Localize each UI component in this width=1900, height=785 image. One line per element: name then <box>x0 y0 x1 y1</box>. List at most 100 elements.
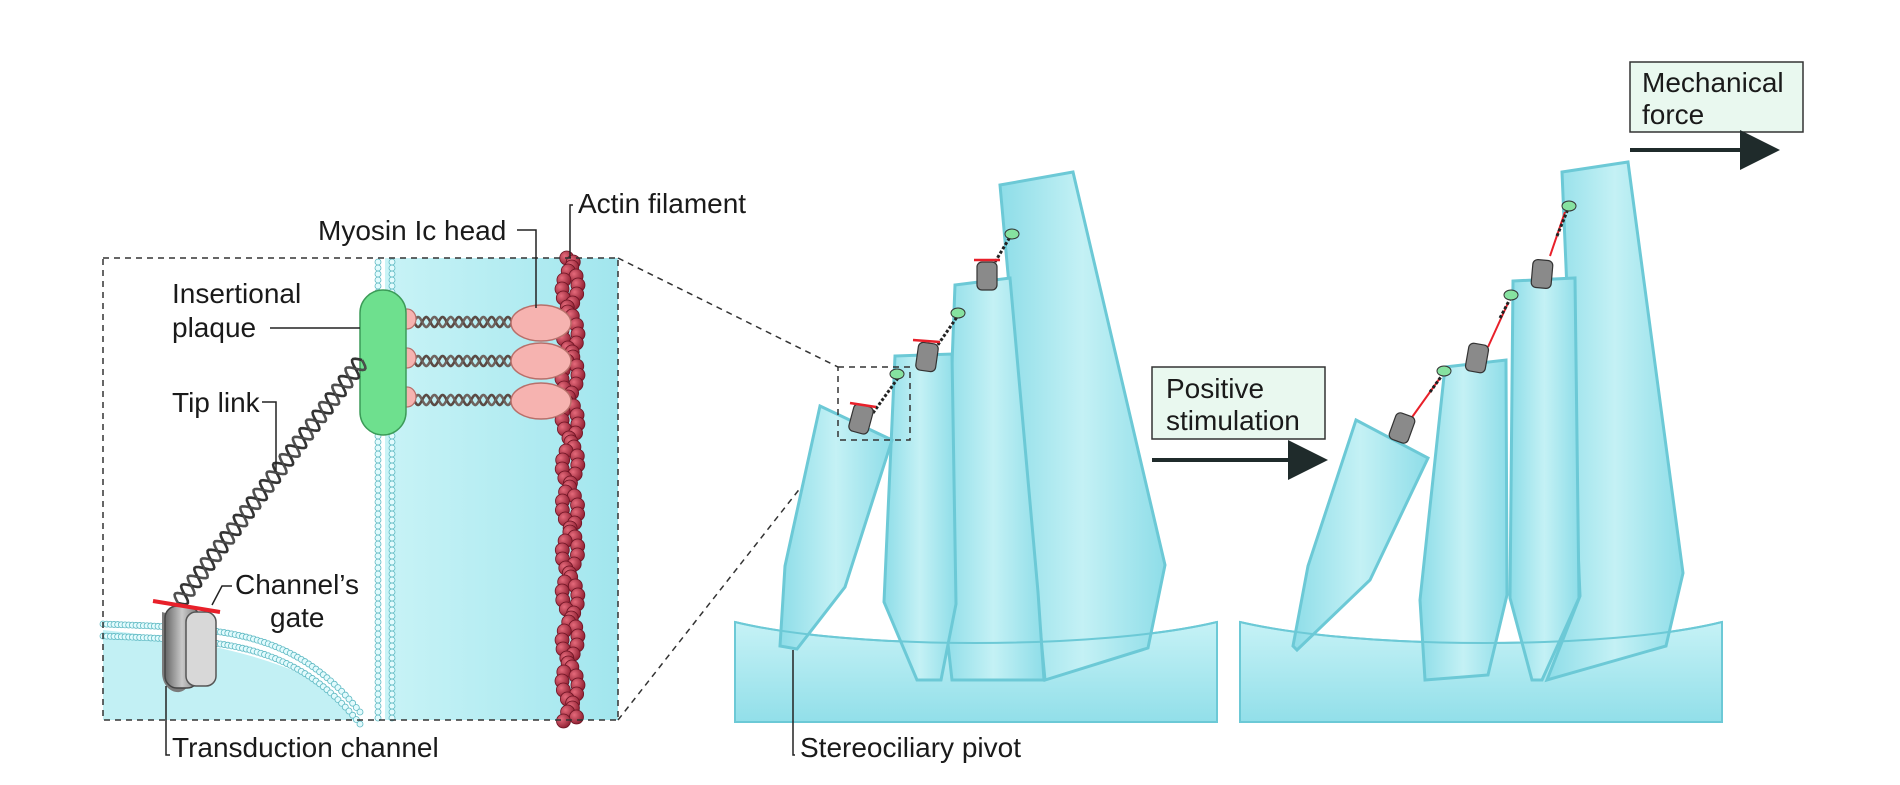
tip-link-stretched <box>1409 377 1441 421</box>
lipid-head <box>388 618 396 626</box>
lipid-head <box>374 258 382 266</box>
lipid-head <box>388 642 396 650</box>
lipid-head <box>388 474 396 482</box>
lipid-head <box>388 708 396 716</box>
lipid-head <box>374 540 382 548</box>
lipid-head <box>374 462 382 470</box>
lipid-head <box>388 492 396 500</box>
lipid-head <box>374 456 382 464</box>
mechanical-force-label: force <box>1642 99 1704 130</box>
lipid-head <box>388 456 396 464</box>
lipid-head <box>345 695 353 703</box>
lipid-head <box>388 576 396 584</box>
lipid-head <box>374 666 382 674</box>
insertional-plaque <box>1561 200 1577 212</box>
actin-monomer <box>556 713 571 729</box>
lipid-head <box>374 492 382 500</box>
leader-tip-link <box>262 401 277 470</box>
lipid-head <box>374 528 382 536</box>
label-stereociliary-pivot: Stereociliary pivot <box>800 732 1021 763</box>
lipid-head <box>388 438 396 446</box>
lipid-head <box>374 516 382 524</box>
lipid-head <box>388 636 396 644</box>
lipid-head <box>388 546 396 554</box>
lipid-head <box>388 480 396 488</box>
lipid-head <box>374 282 382 290</box>
lipid-head <box>374 654 382 662</box>
lipid-head <box>388 258 396 266</box>
lipid-head <box>388 654 396 662</box>
lipid-head <box>374 606 382 614</box>
lipid-head <box>374 648 382 656</box>
lipid-head <box>388 678 396 686</box>
lipid-head <box>374 450 382 458</box>
lipid-head <box>388 588 396 596</box>
lipid-head <box>374 708 382 716</box>
lipid-head <box>374 702 382 710</box>
lipid-head <box>374 486 382 494</box>
mechanical-force-callout: Mechanical force <box>1629 61 1804 170</box>
lipid-head <box>388 570 396 578</box>
label-channels-gate: Channel’s <box>235 569 359 600</box>
lipid-head <box>388 594 396 602</box>
lipid-head <box>374 690 382 698</box>
lipid-head <box>374 696 382 704</box>
lipid-head <box>388 510 396 518</box>
lipid-head <box>356 720 364 728</box>
label-actin-filament: Actin filament <box>578 188 746 219</box>
lipid-head <box>374 534 382 542</box>
lipid-head <box>374 468 382 476</box>
lipid-head <box>374 684 382 692</box>
lipid-head <box>388 696 396 704</box>
lipid-head <box>388 534 396 542</box>
label-transduction-channel: Transduction channel <box>172 732 439 763</box>
insertional-plaque <box>1503 289 1519 301</box>
myosin-head <box>510 342 572 380</box>
hair-bundle-rest <box>734 170 1218 723</box>
insertional-plaque <box>889 368 905 380</box>
mechanical-force-label: Mechanical <box>1642 67 1784 98</box>
lipid-head <box>388 558 396 566</box>
label-tip-link: Tip link <box>172 387 261 418</box>
transduction-channel <box>1464 342 1490 374</box>
lipid-head <box>388 702 396 710</box>
lipid-head <box>374 624 382 632</box>
channel-gate <box>912 338 941 344</box>
lipid-head <box>388 600 396 608</box>
myosin-necks <box>412 315 514 407</box>
actin-monomer <box>569 709 584 725</box>
lipid-head <box>374 588 382 596</box>
positive-stimulation-label: Positive <box>1166 373 1264 404</box>
lipid-head <box>374 594 382 602</box>
tip-link <box>871 377 900 414</box>
inset-border <box>102 257 619 721</box>
lipid-head <box>374 438 382 446</box>
lipid-head <box>374 660 382 668</box>
label-insertional-plaque: Insertional <box>172 278 301 309</box>
insertional-plaque <box>359 289 407 436</box>
label-insertional-plaque: plaque <box>172 312 256 343</box>
lipid-head <box>374 510 382 518</box>
helix-strand <box>412 354 514 368</box>
lipid-head <box>374 480 382 488</box>
lipid-head <box>374 474 382 482</box>
lipid-head <box>388 444 396 452</box>
channel-subunit <box>185 611 217 687</box>
lipid-head <box>388 666 396 674</box>
lipid-head <box>374 504 382 512</box>
lipid-head <box>374 678 382 686</box>
lipid-head <box>388 624 396 632</box>
lipid-head <box>374 576 382 584</box>
lipid-head <box>374 558 382 566</box>
insertional-plaque <box>950 307 966 319</box>
lipid-head <box>374 498 382 506</box>
lipid-head <box>388 606 396 614</box>
lipid-head <box>352 704 360 711</box>
leader-channels-gate <box>211 585 232 606</box>
zoom-line-top <box>617 257 839 368</box>
lipid-head <box>388 516 396 524</box>
lipid-head <box>388 276 396 284</box>
lipid-head <box>374 672 382 680</box>
zoom-line-bottom <box>617 439 839 721</box>
